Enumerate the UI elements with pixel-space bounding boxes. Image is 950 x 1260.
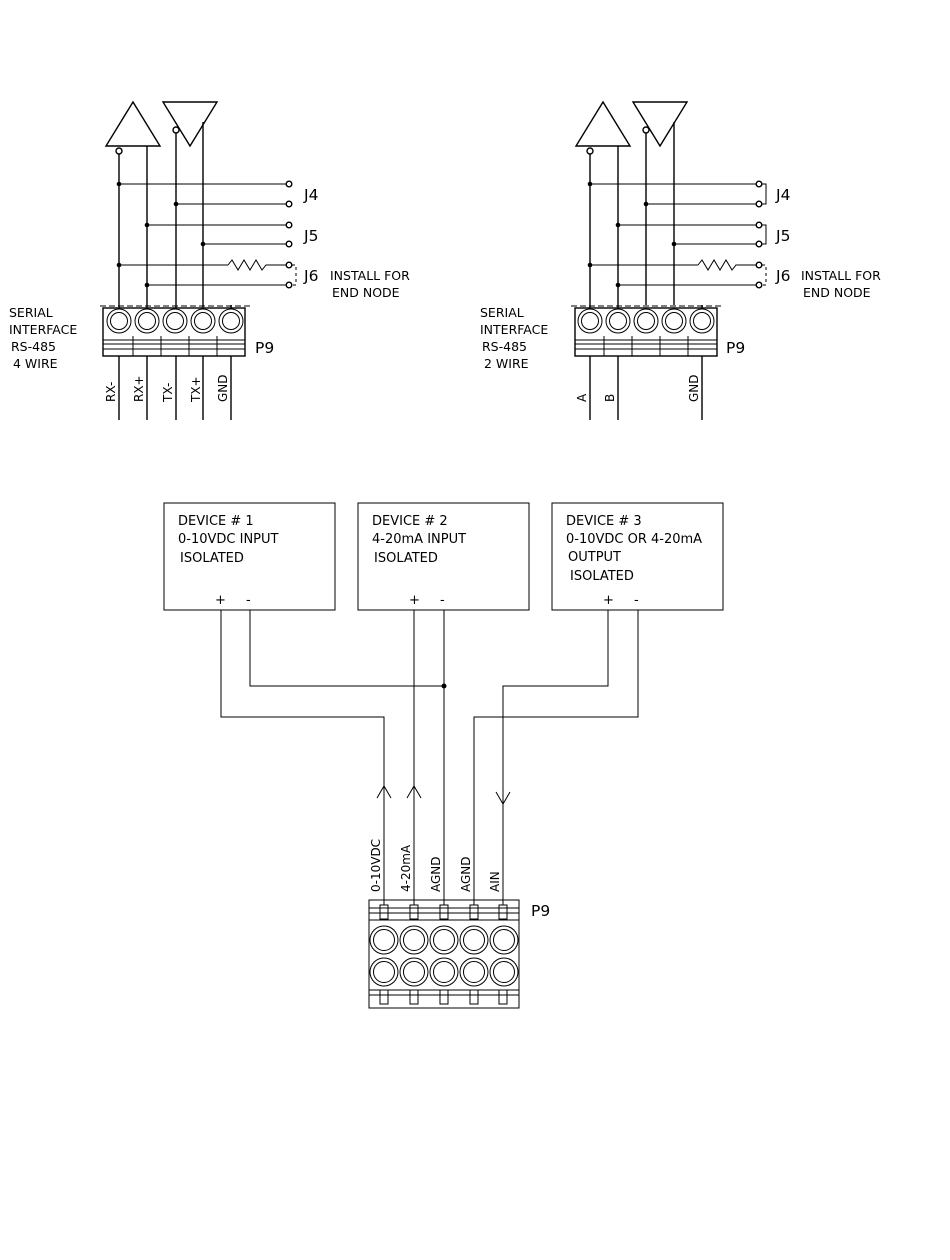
p9-label-4wire: P9	[255, 339, 274, 357]
pin-label-agnd-2: AGND	[459, 856, 473, 892]
device-2-line3: ISOLATED	[374, 551, 438, 566]
pin-label-tx-minus: TX-	[161, 383, 175, 403]
p9-terminal-block-analog	[368, 899, 520, 1009]
device-3-line4: ISOLATED	[570, 569, 634, 584]
pin-label-4-20ma: 4-20mA	[399, 844, 413, 892]
wire-device1-plus	[220, 610, 385, 905]
transmitter-triangle-symbol	[161, 101, 219, 148]
device-3-line1: DEVICE # 3	[566, 514, 642, 529]
interface-label-line2: INTERFACE	[9, 322, 77, 337]
pin-label-a: A	[575, 393, 589, 402]
pin-label-rx-minus: RX-	[104, 382, 118, 402]
interface-label-line2: INTERFACE	[480, 322, 548, 337]
pin-label-0-10vdc: 0-10VDC	[369, 839, 383, 892]
wire-device1-minus	[249, 610, 444, 687]
interface-label-line4: 2 WIRE	[484, 356, 529, 371]
j6-note-line2: END NODE	[332, 285, 400, 300]
device-3-plus: +	[603, 593, 614, 608]
device-3-line2: 0-10VDC OR 4-20mA	[566, 532, 702, 547]
device-1-plus: +	[215, 593, 226, 608]
p9-terminal-block-2wire	[574, 307, 718, 357]
pin-label-agnd-1: AGND	[429, 856, 443, 892]
rs485-4wire-diagram: J4 J5 J6 INSTALL FOR END NODE SERIAL INT…	[9, 100, 410, 420]
receiver-pin-circle	[115, 147, 123, 155]
device-2-line1: DEVICE # 2	[372, 514, 448, 529]
receiver-triangle-symbol	[104, 100, 162, 147]
receiver-pin-circle	[586, 147, 594, 155]
pin-label-ain: AIN	[488, 871, 502, 892]
transmitter-pin-circle	[642, 126, 650, 134]
receiver-triangle-symbol	[574, 100, 632, 147]
transmitter-triangle-symbol	[631, 101, 689, 148]
arrow-up-4-20ma	[406, 785, 422, 799]
j6-label: J6	[775, 267, 790, 285]
j5-label: J5	[775, 227, 790, 245]
j6-note-line1: INSTALL FOR	[330, 268, 410, 283]
j6-label: J6	[303, 267, 318, 285]
j4-label: J4	[303, 186, 318, 204]
j6-note-line2: END NODE	[803, 285, 871, 300]
pin-label-b: B	[603, 394, 617, 402]
interface-label-line3: RS-485	[11, 339, 56, 354]
analog-io-diagram: DEVICE # 1 0-10VDC INPUT ISOLATED DEVICE…	[163, 502, 724, 1009]
device-2-minus: -	[440, 593, 445, 608]
j5-label: J5	[303, 227, 318, 245]
device-2-plus: +	[409, 593, 420, 608]
pin-label-tx-plus: TX+	[189, 376, 203, 403]
pin-label-rx-plus: RX+	[132, 375, 146, 402]
pin-label-gnd: GND	[216, 374, 230, 402]
interface-label-line1: SERIAL	[480, 305, 524, 320]
p9-terminal-block-4wire	[102, 307, 246, 357]
arrow-up-0-10vdc	[376, 785, 392, 799]
wire-device3-minus	[473, 610, 639, 905]
p9-label-2wire: P9	[726, 339, 745, 357]
device-1-line1: DEVICE # 1	[178, 514, 254, 529]
j4-label: J4	[775, 186, 790, 204]
j6-note-line1: INSTALL FOR	[801, 268, 881, 283]
device-1-minus: -	[246, 593, 251, 608]
device-3-minus: -	[634, 593, 639, 608]
rs485-2wire-diagram: J4 J5 J6 INSTALL FOR END NODE SERIAL INT…	[480, 100, 881, 420]
device-2-line2: 4-20mA INPUT	[372, 532, 466, 547]
pin-label-gnd: GND	[687, 374, 701, 402]
device-3-line3: OUTPUT	[568, 550, 621, 565]
device-1-line3: ISOLATED	[180, 551, 244, 566]
interface-label-line4: 4 WIRE	[13, 356, 58, 371]
arrow-down-ain	[495, 791, 511, 805]
transmitter-pin-circle	[172, 126, 180, 134]
interface-label-line1: SERIAL	[9, 305, 53, 320]
device-1-line2: 0-10VDC INPUT	[178, 532, 279, 547]
interface-label-line3: RS-485	[482, 339, 527, 354]
wire-device3-plus	[502, 610, 609, 905]
p9-label-analog: P9	[531, 902, 550, 920]
